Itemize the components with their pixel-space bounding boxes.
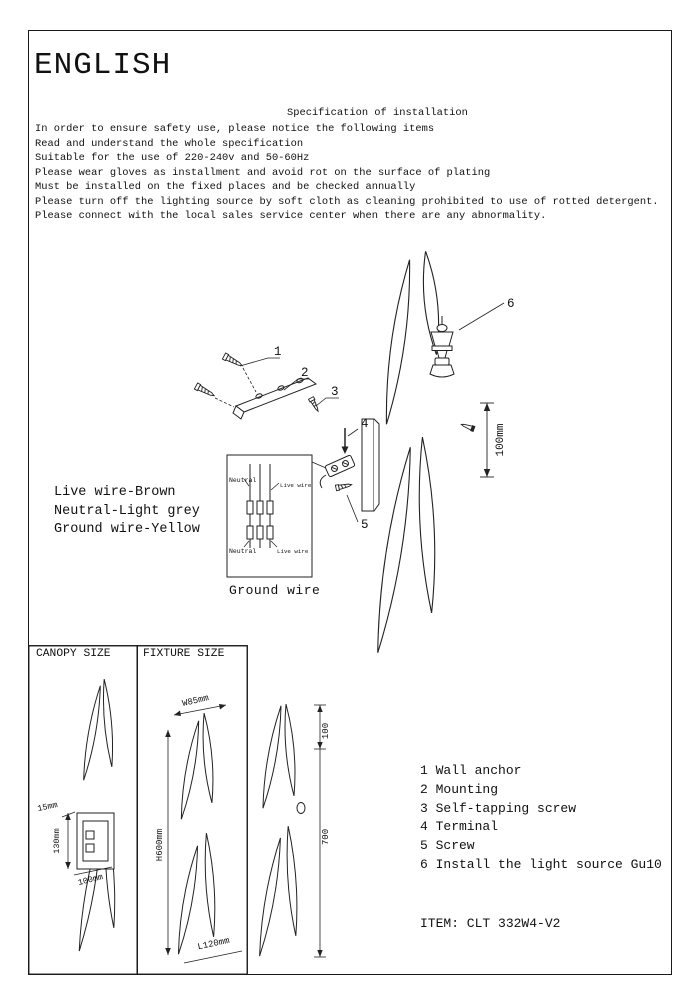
instruction-line: Please turn off the lighting source by s…: [35, 195, 659, 208]
instructions-block: In order to ensure safety use, please no…: [35, 122, 659, 224]
callout-2: 2: [301, 366, 309, 380]
wire-color-legend: Live wire-Brown Neutral-Light grey Groun…: [54, 484, 200, 540]
instruction-line: Please connect with the local sales serv…: [35, 210, 547, 223]
size-boxes: [28, 645, 248, 975]
fixture-dim-height: H600mm: [155, 829, 165, 861]
parts-list-item: 6 Install the light source Gu10: [420, 856, 662, 872]
side-view-dim-total: 700: [321, 829, 331, 845]
wiring-label-neutral-top: Neutral: [229, 477, 256, 484]
callout-1: 1: [274, 345, 282, 359]
parts-list-item: 5 Screw: [420, 838, 475, 854]
language-title: ENGLISH: [34, 48, 172, 83]
callout-5: 5: [361, 518, 369, 532]
instruction-line: In order to ensure safety use, please no…: [35, 123, 435, 135]
item-code: ITEM: CLT 332W4-V2: [420, 916, 561, 931]
fixture-dim-lines: [165, 704, 243, 964]
callout-3: 3: [331, 385, 339, 399]
instruction-line: Please wear gloves as installment and av…: [35, 166, 491, 179]
wiring-box: [226, 454, 313, 578]
ground-wire-caption: Ground wire: [229, 583, 321, 598]
canopy-dim-lines: [61, 811, 113, 876]
parts-list-item: 3 Self-tapping screw: [420, 800, 577, 816]
legend-neutral: Neutral-Light grey: [54, 503, 200, 519]
side-view-dim-top: 100: [321, 723, 331, 739]
fixture-size-title: FIXTURE SIZE: [143, 648, 225, 660]
canopy-dim-depth: 15mm: [37, 800, 59, 814]
instruction-line: Read and understand the whole specificat…: [35, 137, 304, 150]
parts-list-item: 2 Mounting: [420, 781, 499, 797]
self-tapping-screw-icon: [307, 396, 319, 413]
screw-5-icon: [334, 483, 353, 492]
legend-ground: Ground wire-Yellow: [54, 522, 200, 537]
side-view-dim-lines: [314, 704, 326, 958]
plate-screw-icon: [460, 423, 476, 433]
page-border: [28, 30, 672, 975]
fixture-dim-width: W85mm: [181, 693, 210, 709]
instruction-line: Suitable for the use of 220-240v and 50-…: [35, 152, 310, 165]
canopy-size-title: CANOPY SIZE: [36, 648, 111, 660]
terminal: [311, 428, 356, 489]
callout-6: 6: [507, 297, 515, 311]
dim-100mm: [480, 402, 494, 478]
instruction-line: Must be installed on the fixed places an…: [35, 181, 416, 194]
canopy-drawing: [76, 679, 116, 952]
parts-list: 1 Wall anchor 2 Mounting 3 Self-tapping …: [420, 762, 662, 875]
parts-list-item: 1 Wall anchor: [420, 763, 522, 778]
lamp-socket: [429, 316, 455, 378]
dim-100mm-label: 100mm: [495, 423, 507, 456]
installation-diagram: 100mm: [193, 251, 515, 653]
side-view-drawing: [259, 704, 306, 957]
fixture-drawing: [177, 713, 216, 955]
wall-plate: [361, 418, 380, 512]
fixture-dim-length: L120mm: [197, 936, 231, 953]
wall-anchor-screw-icon: [221, 352, 244, 367]
canopy-dim-height: 130mm: [52, 828, 62, 854]
wiring-label-live-top: Live wire: [280, 482, 312, 489]
wiring-label-neutral-bottom: Neutral: [229, 548, 256, 555]
wiring-label-live-bottom: Live wire: [277, 548, 309, 555]
spec-title: Specification of installation: [287, 107, 468, 119]
wall-anchor-screw-icon: [193, 382, 216, 397]
size-diagrams: 15mm 130mm 100mm W85mm H600mm L120mm: [28, 645, 331, 975]
callout-leaders: [239, 302, 505, 523]
lamp-blades: [377, 251, 440, 653]
callout-4: 4: [361, 417, 369, 431]
mounting-bracket: [232, 377, 318, 420]
parts-list-item: 4 Terminal: [420, 819, 499, 835]
legend-live-wire: Live wire-Brown: [54, 485, 176, 500]
